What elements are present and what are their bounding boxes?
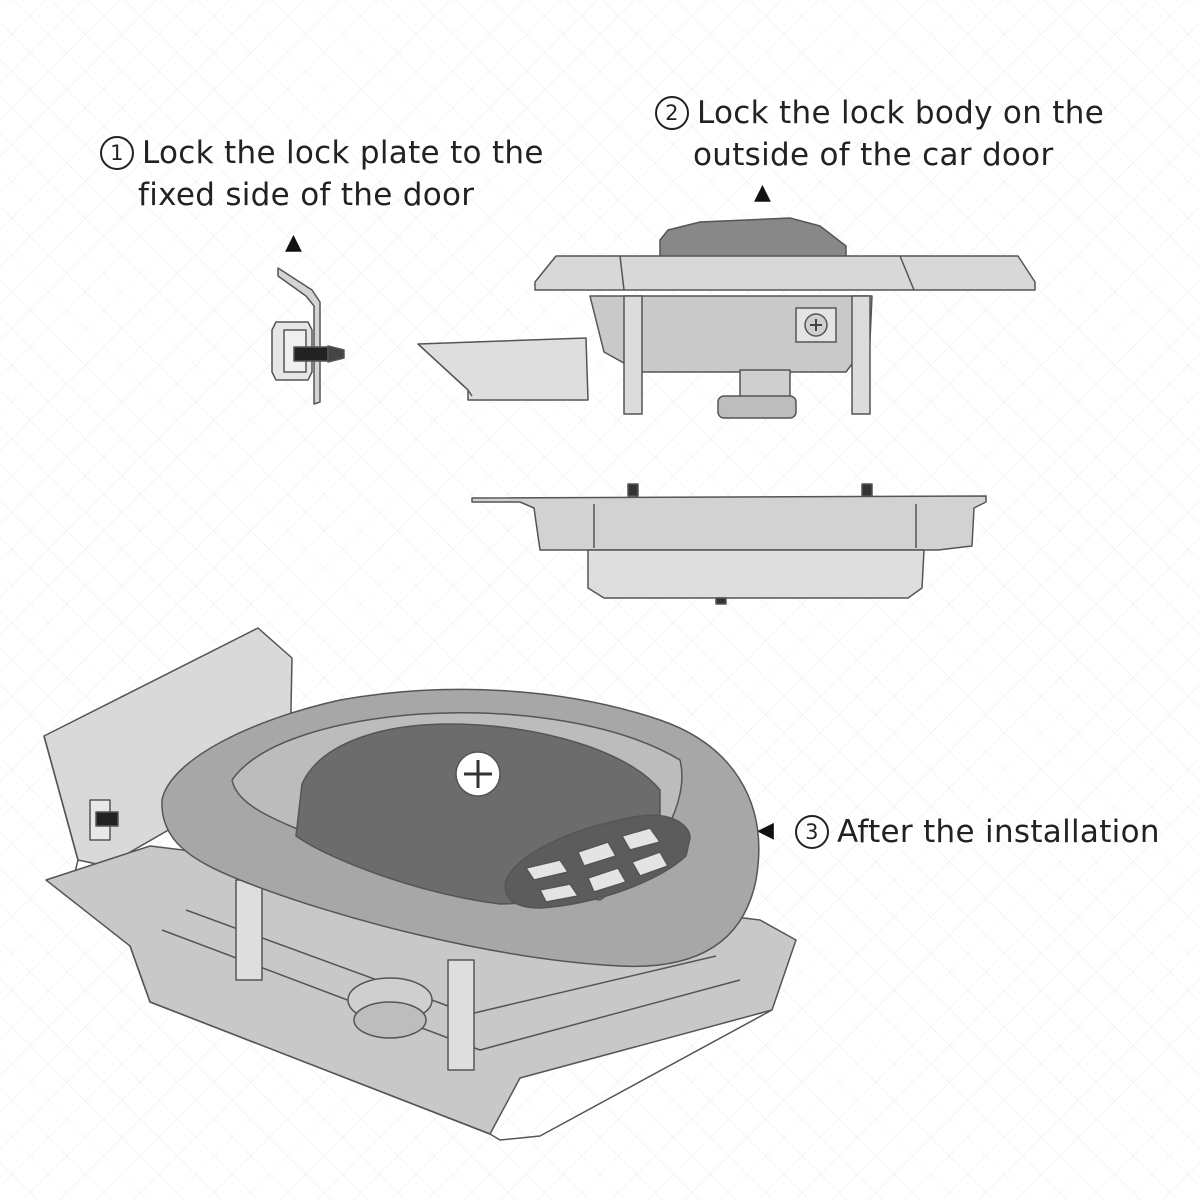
assembled-lock-drawing <box>43 627 797 1141</box>
step-number-badge: 1 <box>100 136 134 170</box>
step-1-line-1: Lock the lock plate to the <box>142 135 544 171</box>
step-1-line-2: fixed side of the door <box>138 177 475 213</box>
lock-tray-drawing <box>471 483 987 605</box>
step-number-badge: 3 <box>795 815 829 849</box>
arrow-up-icon: ▲ <box>754 180 771 205</box>
step-number-badge: 2 <box>655 96 689 130</box>
lock-plate-drawing <box>271 267 345 405</box>
step-2-line-2: outside of the car door <box>693 137 1054 173</box>
lock-body-drawing <box>417 217 1036 419</box>
step-2-line-1: Lock the lock body on the <box>697 95 1105 131</box>
arrow-left-icon: ◀ <box>757 818 774 843</box>
arrow-up-icon: ▲ <box>285 230 302 255</box>
step-3-line-1: After the installation <box>837 814 1160 850</box>
